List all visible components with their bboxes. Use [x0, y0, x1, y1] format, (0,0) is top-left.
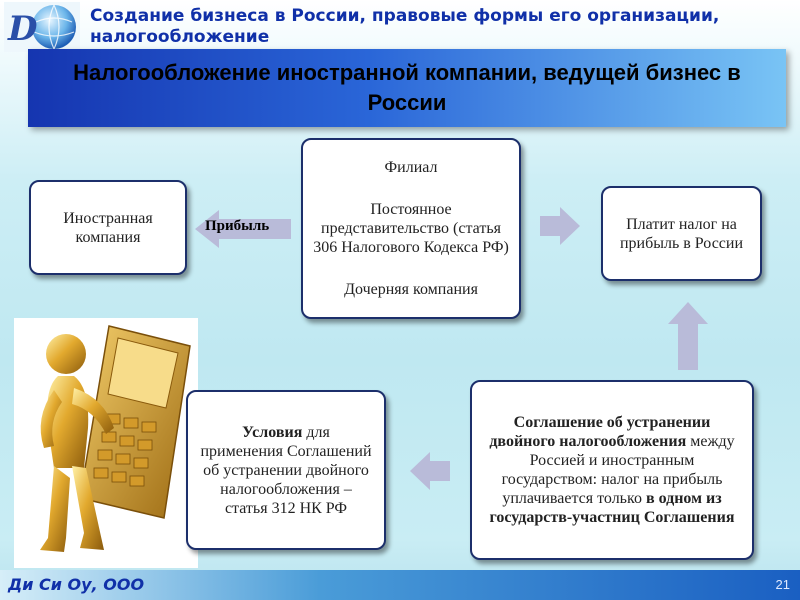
pays-tax-box: Платит налог на прибыль в России [601, 186, 762, 281]
conditions-box: Условия для применения Соглашений об уст… [186, 390, 386, 550]
agreement-box: Соглашение об устранении двойного налого… [470, 380, 754, 560]
conditions-text: для применения Соглашений об устранении … [200, 423, 372, 517]
representative-office-label: Постоянное представительство (статья 306… [313, 200, 509, 256]
pays-tax-label: Платит налог на прибыль в России [619, 215, 744, 252]
arrow-left [410, 452, 450, 490]
foreign-company-box: Иностранная компания [29, 180, 187, 275]
agreement-heading: Соглашение об устранении двойного налого… [489, 414, 711, 450]
profit-arrow-left [195, 210, 291, 248]
title-banner: Налогообложение иностранной компании, ве… [28, 49, 786, 127]
branch-types-box: Филиал Постоянное представительство (ста… [301, 138, 521, 319]
arrow-right [540, 207, 580, 245]
slide-title: Налогообложение иностранной компании, ве… [73, 60, 741, 115]
arrow-up [668, 302, 708, 370]
company-logo: D [4, 2, 80, 52]
page-number: 21 [775, 577, 790, 592]
logo-letter-d: D [7, 9, 38, 49]
conditions-heading: Условия [242, 423, 303, 441]
branch-label: Филиал [384, 158, 438, 176]
footer-bar [0, 570, 800, 600]
footer-company-name: Ди Си Оу, ООО [8, 575, 145, 594]
calculator-figure-illustration [14, 318, 198, 568]
agreement-emphasis: в одном из государств-участниц Соглашени… [489, 490, 735, 526]
foreign-company-label: Иностранная компания [63, 209, 153, 246]
header-title: Создание бизнеса в России, правовые форм… [90, 6, 720, 47]
agreement-text: между Россией и иностранным государством… [501, 433, 735, 507]
profit-label: Прибыль [205, 218, 270, 234]
subsidiary-label: Дочерняя компания [344, 281, 478, 299]
